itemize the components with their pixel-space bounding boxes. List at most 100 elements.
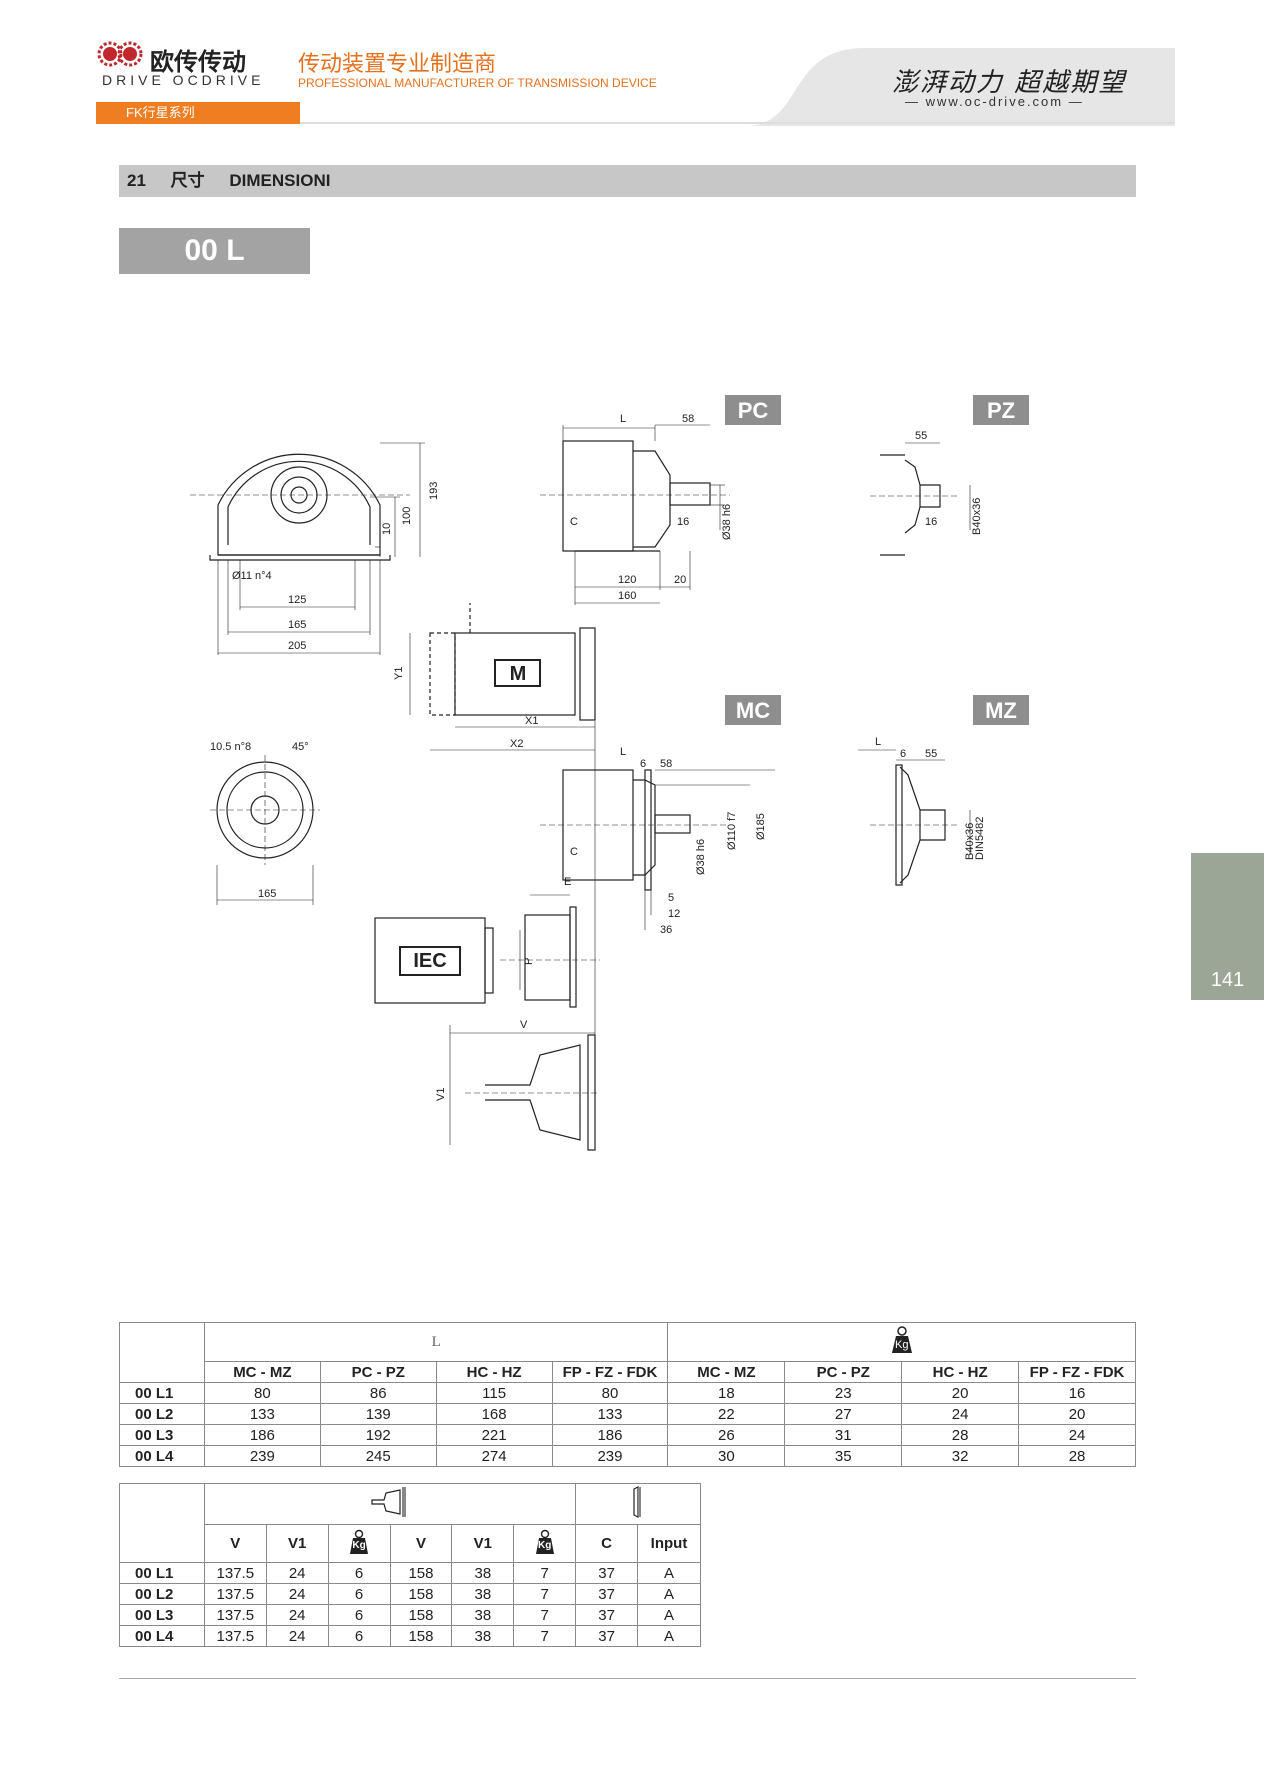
tag-mc: MC [725,695,781,725]
header-rule [300,122,1175,124]
table-cell: 26 [667,1424,786,1446]
tag-mz-label: MZ [985,698,1017,723]
col-header: V1 [451,1524,515,1563]
table-cell: 18 [667,1382,786,1404]
table-cell: A [637,1625,701,1647]
table-cell: 37 [575,1625,639,1647]
tag-pc: PC [725,395,781,425]
col-header: C [575,1524,639,1563]
header-band [745,48,1175,126]
table-cell: A [637,1583,701,1605]
model-title: 00 L [119,228,310,274]
label-45deg: 45° [292,741,309,753]
table-cell: 137.5 [203,1583,267,1605]
table-cell: 158 [389,1604,453,1626]
mz-label-L: L [875,736,881,748]
mz-label-b40: B40x36 [964,823,976,860]
label-125: 125 [288,594,306,606]
iec-view [374,894,600,1008]
col-header: V [203,1524,267,1563]
pc-label-C: C [570,516,578,528]
table-cell: 7 [513,1583,577,1605]
col-header: HC - HZ [435,1361,553,1383]
table-cell: 37 [575,1604,639,1626]
table-cell: 24 [265,1562,329,1584]
table-cell: 6 [327,1604,391,1626]
table-cell: 35 [784,1445,903,1467]
col-header: HC - HZ [901,1361,1020,1383]
label-100: 100 [401,507,413,525]
mc-label-58: 58 [660,758,672,770]
section-number: 21 [127,171,146,190]
section-title-cn: 尺寸 [170,171,205,190]
table-cell: 86 [319,1382,437,1404]
mc-label-5: 5 [668,892,674,904]
table-cell: 32 [901,1445,1020,1467]
group-L: L [203,1322,669,1362]
pz-label-16: 16 [925,516,937,528]
mc-label-C: C [570,846,578,858]
table-cell: 158 [389,1562,453,1584]
label-165: 165 [288,619,306,631]
row-model: 00 L1 [119,1382,205,1404]
table-row: 00 L1 80 86 115 80 18 23 20 16 [119,1382,1136,1404]
label-X1: X1 [525,715,538,727]
table-cell: 221 [435,1424,553,1446]
iec-label: IEC [413,950,446,972]
brand-name-en: DRIVE OCDRIVE [102,72,265,88]
col-header: FP - FZ - FDK [1018,1361,1136,1383]
kg-column-header: Kg [327,1524,391,1563]
dimensions-table: L Kg MC - MZ PC - PZ HC - HZ FP - FZ - F… [119,1322,1136,1467]
table-cell: 6 [327,1583,391,1605]
bottom-rule [119,1678,1136,1679]
col-header: MC - MZ [667,1361,786,1383]
label-V1: V1 [435,1088,447,1101]
table-cell: 137.5 [203,1625,267,1647]
table-cell: 30 [667,1445,786,1467]
page-number-tab: 141 [1191,853,1264,1000]
label-Y1: Y1 [393,667,405,680]
table-cell: 20 [1018,1403,1136,1425]
pc-label-58: 58 [682,413,694,425]
table-cell: 168 [435,1403,553,1425]
pc-view [540,424,730,605]
mz-view [858,749,971,886]
table-cell: 139 [319,1403,437,1425]
col-header: FP - FZ - FDK [551,1361,669,1383]
input-shaft-icon [371,1487,406,1517]
table-cell: 239 [203,1445,321,1467]
kg-weight-icon-label: Kg [352,1539,366,1551]
mc-label-12: 12 [668,908,680,920]
table-cell: 6 [327,1562,391,1584]
label-flange-hole: 10.5 n°8 [210,741,251,753]
table-row: 00 L2 133 139 168 133 22 27 24 20 [119,1403,1136,1425]
label-hole: Ø11 n°4 [232,570,272,582]
pc-label-16: 16 [677,516,689,528]
input-table: V V1 Kg V V1 Kg C Input 00 L1 137.5 24 6… [119,1483,701,1647]
label-V: V [520,1019,528,1031]
mc-label-36: 36 [660,924,672,936]
table-cell: 7 [513,1625,577,1647]
pz-label-55: 55 [915,430,927,442]
section-bar: 21 尺寸 DIMENSIONI [119,165,1136,197]
table-cell: 6 [327,1625,391,1647]
table-cell: 186 [551,1424,669,1446]
table-cell: 239 [551,1445,669,1467]
gear-logo-icon [97,41,143,67]
pc-label-160: 160 [618,590,636,602]
table-cell: 28 [901,1424,1020,1446]
front-view [190,453,410,561]
col-header: PC - PZ [319,1361,437,1383]
col-header: V1 [265,1524,329,1563]
table-cell: 22 [667,1403,786,1425]
flange-group [575,1483,701,1525]
table-cell: 24 [265,1625,329,1647]
brand-logo: 欧传传动 DRIVE OCDRIVE [96,36,276,88]
flange-front-view [210,755,320,905]
table-cell: 24 [1018,1424,1136,1446]
table-cell: 80 [551,1382,669,1404]
table-cell: A [637,1562,701,1584]
pz-label-b40: B40x36 [971,498,983,535]
table-cell: 7 [513,1604,577,1626]
pz-view [870,442,971,556]
